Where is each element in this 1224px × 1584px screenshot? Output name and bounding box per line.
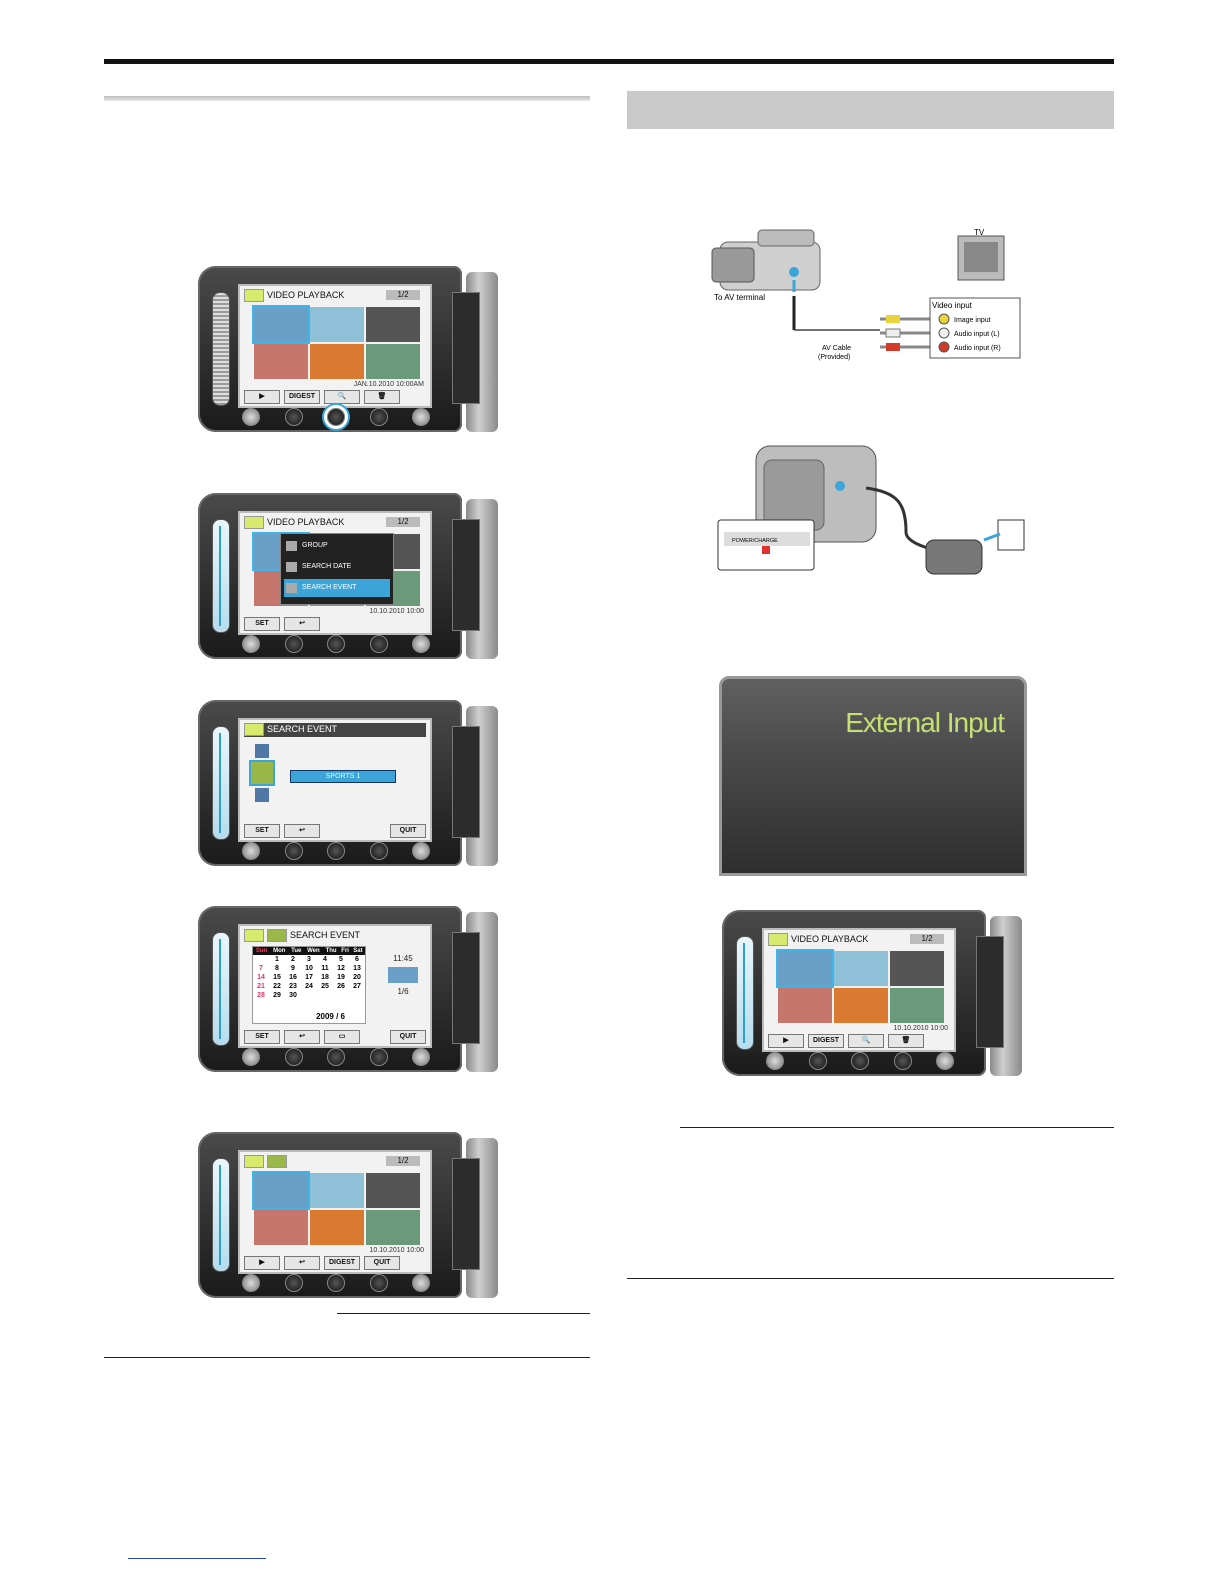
calendar-date[interactable]: 12 — [337, 965, 345, 972]
calendar-date[interactable]: 7 — [259, 965, 263, 972]
calendar-date[interactable]: 27 — [353, 983, 361, 990]
footer-link-underline[interactable] — [128, 1558, 266, 1559]
menu-item-search-event[interactable]: SEARCH EVENT — [284, 579, 390, 597]
search-menu[interactable]: GROUP SEARCH DATE SEARCH EVENT — [280, 533, 394, 605]
calendar-date[interactable]: 23 — [289, 983, 297, 990]
calendar-day-header: Sat — [350, 947, 365, 955]
calendar-date[interactable]: 9 — [291, 965, 295, 972]
calendar-day-header: Wen — [303, 947, 323, 955]
calendar-date — [301, 991, 317, 1000]
digest-button[interactable]: DIGEST — [284, 390, 320, 404]
calendar-date[interactable]: 16 — [289, 974, 297, 981]
av-connection-diagram: TV To AV terminal Video input Image inpu… — [711, 228, 1021, 361]
calendar-date — [333, 991, 349, 1000]
calendar-date[interactable]: 6 — [355, 956, 359, 963]
clip-time: 11:45 — [393, 954, 413, 963]
calendar-date[interactable]: 21 — [257, 983, 265, 990]
back-button[interactable]: ↩ — [284, 617, 320, 631]
label-tv: TV — [974, 228, 985, 237]
calendar-date[interactable]: 10 — [305, 965, 313, 972]
event-name-bar[interactable]: SPORTS 1 — [290, 770, 396, 783]
power-lamp-icon — [835, 481, 845, 491]
calendar-day-header: Fri — [339, 947, 351, 955]
calendar-date — [253, 955, 269, 964]
label-av-cable: AV Cable — [822, 345, 851, 352]
calendar-date[interactable]: 24 — [305, 983, 313, 990]
play-button[interactable]: ▶ — [244, 390, 280, 404]
calendar-date[interactable]: 17 — [305, 974, 313, 981]
power-connection-illustration: POWER/CHARGE — [717, 445, 1025, 575]
highlighted-operation-button — [327, 408, 345, 426]
clip-count: 1/6 — [397, 987, 409, 996]
search-button[interactable]: 🔍 — [324, 390, 360, 404]
calendar-day-header: Sun — [253, 947, 271, 955]
camera-screen-search-event: SEARCH EVENT SPORTS 1 SET↩QUIT — [198, 700, 498, 866]
calendar-date[interactable]: 5 — [339, 956, 343, 963]
calendar-day-header: Mon — [270, 947, 289, 955]
quit-button[interactable]: QUIT — [390, 824, 426, 838]
calendar-date[interactable]: 15 — [273, 974, 281, 981]
right-section-heading-bar — [627, 91, 1114, 129]
top-rule — [104, 59, 1114, 64]
label-image-input: Image input — [954, 317, 991, 324]
calendar-date[interactable]: 25 — [321, 983, 329, 990]
calendar-date[interactable]: 13 — [353, 965, 361, 972]
calendar-date[interactable]: 20 — [353, 974, 361, 981]
delete-button[interactable]: 🗑 — [364, 390, 400, 404]
label-video-input: Video input — [932, 301, 973, 310]
calendar-day-header: Tue — [288, 947, 304, 955]
calendar-day-header: Thu — [322, 947, 340, 955]
av-terminal-icon — [789, 267, 799, 277]
calendar-month: 2009 / 6 — [316, 1012, 345, 1021]
label-to-av-terminal: To AV terminal — [714, 293, 765, 302]
calendar-date[interactable]: 26 — [337, 983, 345, 990]
calendar-date[interactable]: 8 — [275, 965, 279, 972]
screen-title: VIDEO PLAYBACK — [267, 289, 345, 300]
section-end-rule-right — [627, 1278, 1114, 1279]
label-audio-right: Audio input (R) — [954, 345, 1001, 352]
menu-item-group[interactable]: GROUP — [284, 537, 390, 555]
calendar-date[interactable]: 11 — [321, 965, 329, 972]
tv-external-input-text: External Input — [845, 707, 1005, 738]
calendar-date[interactable]: 30 — [289, 992, 297, 999]
label-audio-left: Audio input (L) — [954, 331, 1000, 338]
video-mode-icon — [244, 289, 264, 302]
thumb-date: JAN.10.2010 10:00AM — [353, 381, 424, 388]
left-section-heading-bar — [104, 96, 590, 101]
calendar-date[interactable]: 29 — [273, 992, 281, 999]
calendar-date[interactable]: 2 — [291, 956, 295, 963]
note-rule-left — [337, 1313, 590, 1314]
note-rule-right — [680, 1127, 1114, 1128]
calendar-date[interactable]: 1 — [275, 956, 279, 963]
event-icon-list — [249, 740, 275, 826]
calendar-date — [349, 991, 365, 1000]
calendar-date[interactable]: 4 — [323, 956, 327, 963]
page-indicator: 1/2 — [386, 290, 420, 300]
calendar-date[interactable]: 19 — [337, 974, 345, 981]
section-end-rule-left — [104, 1357, 590, 1358]
calendar-date[interactable]: 22 — [273, 983, 281, 990]
calendar-date[interactable]: 3 — [307, 956, 311, 963]
calendar-date[interactable]: 14 — [257, 974, 265, 981]
calendar-date[interactable]: 18 — [321, 974, 329, 981]
label-provided: (Provided) — [818, 354, 850, 361]
calendar-date — [317, 991, 333, 1000]
set-button[interactable]: SET — [244, 617, 280, 631]
thumbnail-grid — [252, 305, 420, 379]
label-power-charge: POWER/CHARGE — [732, 538, 778, 544]
calendar-date[interactable]: 28 — [257, 992, 265, 999]
menu-item-search-date[interactable]: SEARCH DATE — [284, 558, 390, 576]
tv-screen: External Input — [719, 676, 1027, 876]
